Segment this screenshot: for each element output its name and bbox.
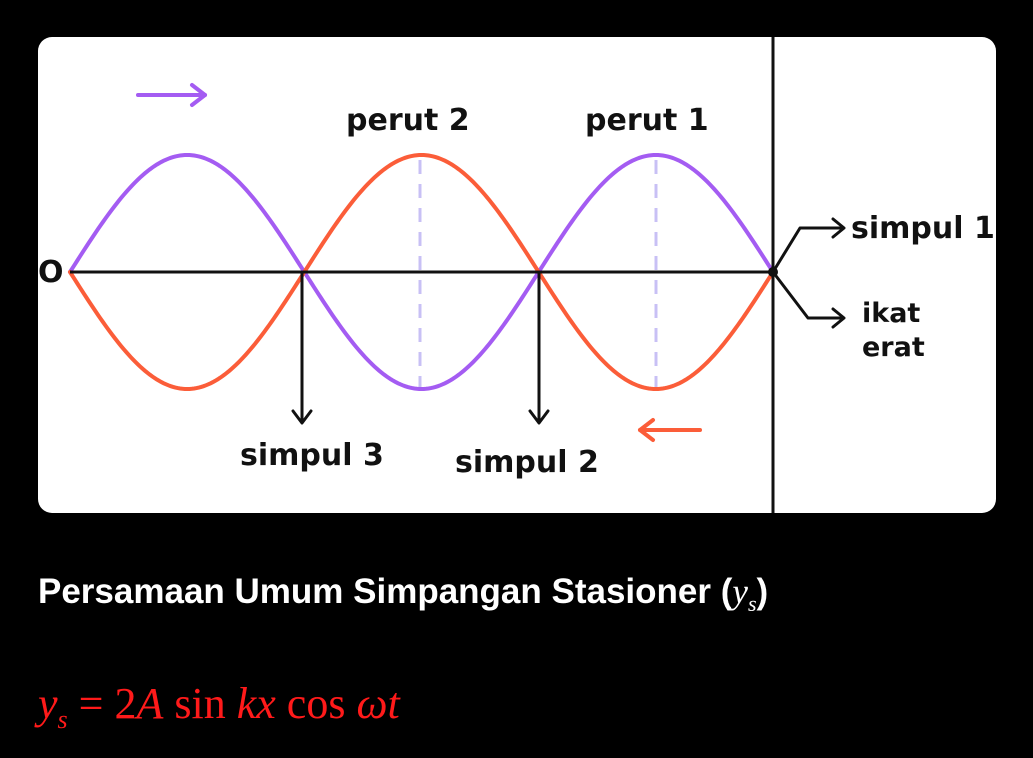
eq-sin: sin (174, 679, 226, 728)
fixed-end-label-line1: ikat (862, 298, 920, 329)
fixed-end-arrow (771, 270, 846, 329)
node-arrow-simpul-1 (771, 217, 846, 274)
reflected-direction-arrow (638, 418, 702, 442)
section-title-text: Persamaan Umum Simpangan Stasioner (38, 572, 711, 611)
eq-amp: A (136, 679, 164, 728)
eq-coef: 2 (114, 679, 137, 728)
node-arrow-simpul-3 (291, 270, 313, 425)
section-title-subscript: s (747, 591, 757, 616)
eq-cos: cos (286, 679, 346, 728)
eq-kx: kx (236, 679, 276, 728)
fixed-end-label-line2: erat (862, 332, 925, 363)
antinode-label-perut-1: perut 1 (585, 103, 709, 138)
node-label-simpul-2: simpul 2 (455, 445, 599, 480)
incident-wave (68, 152, 775, 392)
antinode-label-perut-2: perut 2 (346, 103, 470, 138)
reflected-wave (68, 152, 775, 392)
eq-lhs-sub: s (57, 704, 68, 734)
section-title-symbol: y (732, 572, 748, 611)
incident-direction-arrow (136, 83, 207, 107)
diagram-panel (38, 37, 996, 513)
eq-equals: = (78, 679, 104, 728)
node-arrow-simpul-2 (528, 270, 550, 425)
origin-label: O (38, 255, 64, 290)
eq-omega-t: ωt (356, 679, 400, 728)
section-title: Persamaan Umum Simpangan Stasioner (ys) (38, 572, 769, 616)
stationary-wave-equation: ys = 2A sin kx cos ωt (38, 678, 400, 735)
node-label-simpul-3: simpul 3 (240, 438, 384, 473)
eq-lhs-var: y (38, 679, 58, 728)
node-label-simpul-1: simpul 1 (851, 211, 995, 246)
